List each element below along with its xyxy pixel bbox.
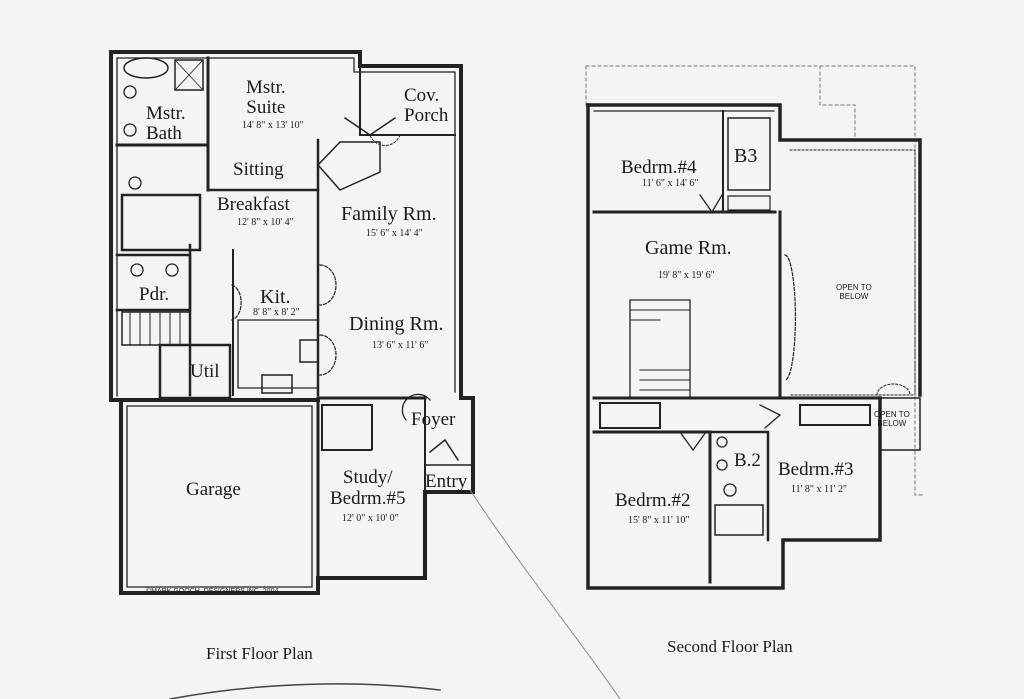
room-family-dimensions: 15' 6" x 14' 4" [366,228,423,239]
room-util: Util [190,361,220,382]
room-bedrm4-dimensions: 11' 6" x 14' 6" [642,178,699,189]
room-garage: Garage [186,479,241,500]
open-to-below-lower: OPEN TO BELOW [874,410,910,429]
room-pdr: Pdr. [139,284,170,305]
room-bedrm4: Bedrm.#4 [621,157,697,178]
room-mstr-bath: Mstr. Bath [146,103,186,144]
room-cov-porch: Cov. Porch [404,85,449,126]
room-game: Game Rm. [645,237,732,259]
room-sitting: Sitting [233,159,284,180]
room-mstr-suite: Mstr. Suite [246,77,286,118]
second-floor-caption: Second Floor Plan [667,637,793,656]
room-breakfast-dimensions: 12' 8" x 10' 4" [237,217,294,228]
room-study-dimensions: 12' 0" x 10' 0" [342,513,399,524]
room-bedrm3: Bedrm.#3 [778,459,854,480]
open-to-below-upper: OPEN TO BELOW [836,283,872,302]
room-game-dimensions: 19' 8" x 19' 6" [658,270,715,281]
first-floor-walls [109,50,475,595]
room-bedrm3-dimensions: 11' 8" x 11' 2" [791,484,848,495]
room-b3: B3 [734,145,758,167]
room-dining-dimensions: 13' 6" x 11' 6" [372,340,429,351]
second-floor-walls [585,65,926,590]
room-entry: Entry [425,471,468,492]
room-family: Family Rm. [341,203,437,225]
room-study: Study/ Bedrm.#5 [330,467,406,509]
room-foyer: Foyer [411,409,456,430]
room-bedrm2: Bedrm.#2 [615,490,691,511]
room-kit-dimensions: 8' 8" x 8' 2" [253,307,300,318]
room-bedrm2-dimensions: 15' 8" x 11' 10" [628,515,690,526]
room-mstr-suite-dimensions: 14' 8" x 13' 10" [242,120,304,131]
first-floor-caption: First Floor Plan [206,644,313,663]
room-dining: Dining Rm. [349,313,444,335]
room-kit: Kit. [260,286,291,308]
room-b2: B.2 [734,450,761,471]
room-breakfast: Breakfast [217,194,290,215]
copyright-notice: ©MARK GOOCH, DESIGNERS INC. 2004 [146,588,279,595]
